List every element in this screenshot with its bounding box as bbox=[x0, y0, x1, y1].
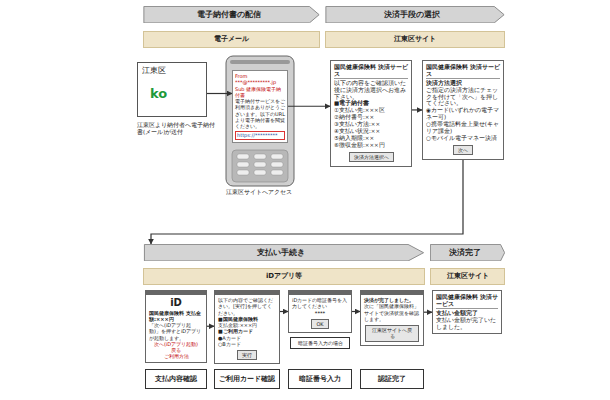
node-text: 国民健康保険料 決済サービス bbox=[426, 64, 500, 79]
node-text: 認証完了 bbox=[363, 375, 421, 383]
step-caption: ご利用カード確認 bbox=[214, 369, 280, 389]
web-screen: 国民健康保険料 決済サービス決済方法選択ご指定の決済方法にチェックを付けて「次へ… bbox=[422, 60, 504, 160]
node-text: 決済方法選択へ bbox=[354, 154, 389, 160]
node-text: 国民健康保険料 支払金額:×××円 bbox=[149, 310, 203, 323]
flow-arrow bbox=[288, 106, 330, 107]
section-band: 江東区サイト bbox=[430, 268, 505, 285]
sender-box: 江東区 bbox=[137, 62, 207, 117]
screen-button: 江東区サイトへ戻る bbox=[365, 325, 418, 342]
node-text: 電子納付書の配信 bbox=[149, 10, 308, 19]
flow-arrow bbox=[207, 326, 214, 327]
node-text: 江東区サイト bbox=[434, 272, 501, 281]
node-text: From ***@*********.jp bbox=[235, 73, 285, 86]
node-text: iDアプリ等 bbox=[147, 272, 421, 281]
node-text: 決済完了 bbox=[436, 248, 493, 257]
node-text: ①支払い先:×××区 bbox=[334, 107, 408, 114]
node-text: iDカードの暗証番号を入力してください bbox=[292, 297, 348, 310]
node-text: 支払金額:×××円 bbox=[218, 322, 276, 328]
node-text: ②納付番号:×× bbox=[334, 114, 408, 121]
node-text: 実行 bbox=[242, 352, 252, 358]
node-text: 電子納付サービスをご利用頂きありがとうございます。以下のURLより電子納付書を閲… bbox=[235, 98, 285, 129]
node-text: 次へ(iDアプリ起動) bbox=[149, 341, 203, 347]
node-text: 決済が完了しました。 bbox=[364, 297, 420, 303]
node-text: 江東区 bbox=[142, 66, 202, 76]
flow-arrow bbox=[352, 311, 360, 312]
node-text: 支払い手続き bbox=[149, 248, 413, 257]
app-screen: iD国民健康保険料 支払金額:×××円「次へ(iDアプリ起動)」を押すとiDアプ… bbox=[145, 290, 207, 363]
logo-text: ko bbox=[150, 86, 170, 102]
node-text: 次へ bbox=[458, 147, 468, 153]
node-text: ◉カード(いずれかの電子マネー可) bbox=[426, 107, 500, 121]
screen-button: 次へ bbox=[453, 145, 473, 155]
section-band: 電子メール bbox=[143, 31, 320, 48]
node-text: ③支払い方法:×× bbox=[334, 121, 408, 128]
flow-arrow bbox=[207, 93, 232, 94]
node-text: 「次へ(iDアプリ起動)」を押すとiDアプリが起動します。 bbox=[149, 322, 203, 341]
header-band: 支払い手続き bbox=[143, 244, 425, 261]
node-text: ご利用カード確認 bbox=[217, 375, 277, 383]
node-text: 次に「国民健康保険料」サイトで決済状況を確認します。 bbox=[364, 303, 420, 322]
node-text: 以下の内容でご確認ください。[実行]を押してください。 bbox=[218, 297, 276, 316]
node-text: 支払い金額が完了いたしました。 bbox=[436, 317, 498, 331]
node-text: https://********* bbox=[235, 131, 285, 139]
node-text: 江東区サイト bbox=[329, 35, 501, 44]
note-box: 暗証番号入力の場合 bbox=[290, 337, 350, 349]
node-text: ご利用方法 bbox=[149, 353, 203, 359]
app-screen: 以下の内容でご確認ください。[実行]を押してください。■国民健康保険料支払金額:… bbox=[214, 290, 280, 364]
node-text: 国民健康保険料 決済サービス bbox=[334, 64, 408, 79]
screen-button: 実行 bbox=[237, 350, 257, 360]
section-band: iDアプリ等 bbox=[143, 268, 425, 285]
section-band: 江東区サイト bbox=[325, 31, 505, 48]
node-text: 暗証番号入力の場合 bbox=[293, 340, 347, 346]
node-text: Sub 健康保険電子納付書 bbox=[235, 86, 285, 99]
web-screen: 国民健康保険料 決済サービス以下の内容をご確認頂いた後に決済方法選択へお進み下さ… bbox=[330, 60, 412, 167]
flow-arrow bbox=[280, 311, 288, 312]
header-band: 決済手段の選択 bbox=[325, 6, 505, 23]
node-text: ⑥徴収金額:×××円 bbox=[334, 142, 408, 149]
node-text: OK bbox=[316, 321, 323, 327]
node-text: ○モバイル電子マネー決済 bbox=[426, 135, 500, 142]
node-text: 以下の内容をご確認頂いた後に決済方法選択へお進み下さい。 bbox=[334, 80, 408, 101]
node-text: 支払い金額完了 bbox=[436, 310, 498, 317]
node-text: ■ご利用カード bbox=[218, 328, 276, 334]
node-text: ●Aカード bbox=[218, 335, 276, 341]
step-caption: 支払内容確認 bbox=[145, 369, 207, 389]
node-text: ⑤納入期限:×× bbox=[334, 135, 408, 142]
node-text: 江東区サイトへ戻る bbox=[370, 327, 413, 340]
node-text: **** bbox=[292, 310, 348, 316]
node-text: ■電子納付書 bbox=[334, 100, 408, 107]
app-screen: 決済が完了しました。次に「国民健康保険料」サイトで決済状況を確認します。江東区サ… bbox=[360, 290, 424, 346]
node-text: ■国民健康保険料 bbox=[218, 316, 276, 322]
step-caption: 暗証番号入力 bbox=[288, 369, 352, 389]
node-text: ④支払い状況:×× bbox=[334, 128, 408, 135]
node-text: 決済方法選択 bbox=[426, 80, 500, 87]
node-text: ○携帯電話料金上乗せ(キャリア課金) bbox=[426, 121, 500, 135]
header-band: 決済完了 bbox=[430, 244, 505, 261]
screen-button: 決済方法選択へ bbox=[349, 152, 394, 162]
node-text: ○Bカード bbox=[218, 341, 276, 347]
mobile-phone bbox=[226, 56, 294, 186]
flow-arrow bbox=[412, 109, 422, 110]
mail-screen: From ***@*********.jpSub 健康保険電子納付書電子納付サー… bbox=[232, 70, 288, 143]
node-text: ご指定の決済方法にチェックを付けて「次へ」を押してください。 bbox=[426, 87, 500, 108]
screen-button: OK bbox=[311, 319, 328, 329]
flow-arrow bbox=[424, 312, 432, 313]
step-caption: 認証完了 bbox=[360, 369, 424, 389]
node-text: 決済手段の選択 bbox=[331, 10, 493, 19]
node-text: 暗証番号入力 bbox=[291, 375, 349, 383]
node-text: iD bbox=[149, 297, 203, 310]
node-text: 国民健康保険料 決済サービス bbox=[436, 294, 498, 309]
note-text: 江東区サイトへアクセス bbox=[226, 189, 306, 196]
app-screen: iDカードの暗証番号を入力してください**** OK bbox=[288, 290, 352, 333]
node-text: 支払内容確認 bbox=[148, 375, 204, 383]
node-text: 電子メール bbox=[147, 35, 316, 44]
flow-arrow bbox=[151, 160, 463, 244]
node-text: 戻る bbox=[149, 347, 203, 353]
web-screen: 国民健康保険料 決済サービス支払い金額完了支払い金額が完了いたしました。 bbox=[432, 290, 502, 334]
note-text: 江東区より納付者へ電子納付書(メール)が送付 bbox=[137, 122, 217, 136]
header-band: 電子納付書の配信 bbox=[143, 6, 320, 23]
